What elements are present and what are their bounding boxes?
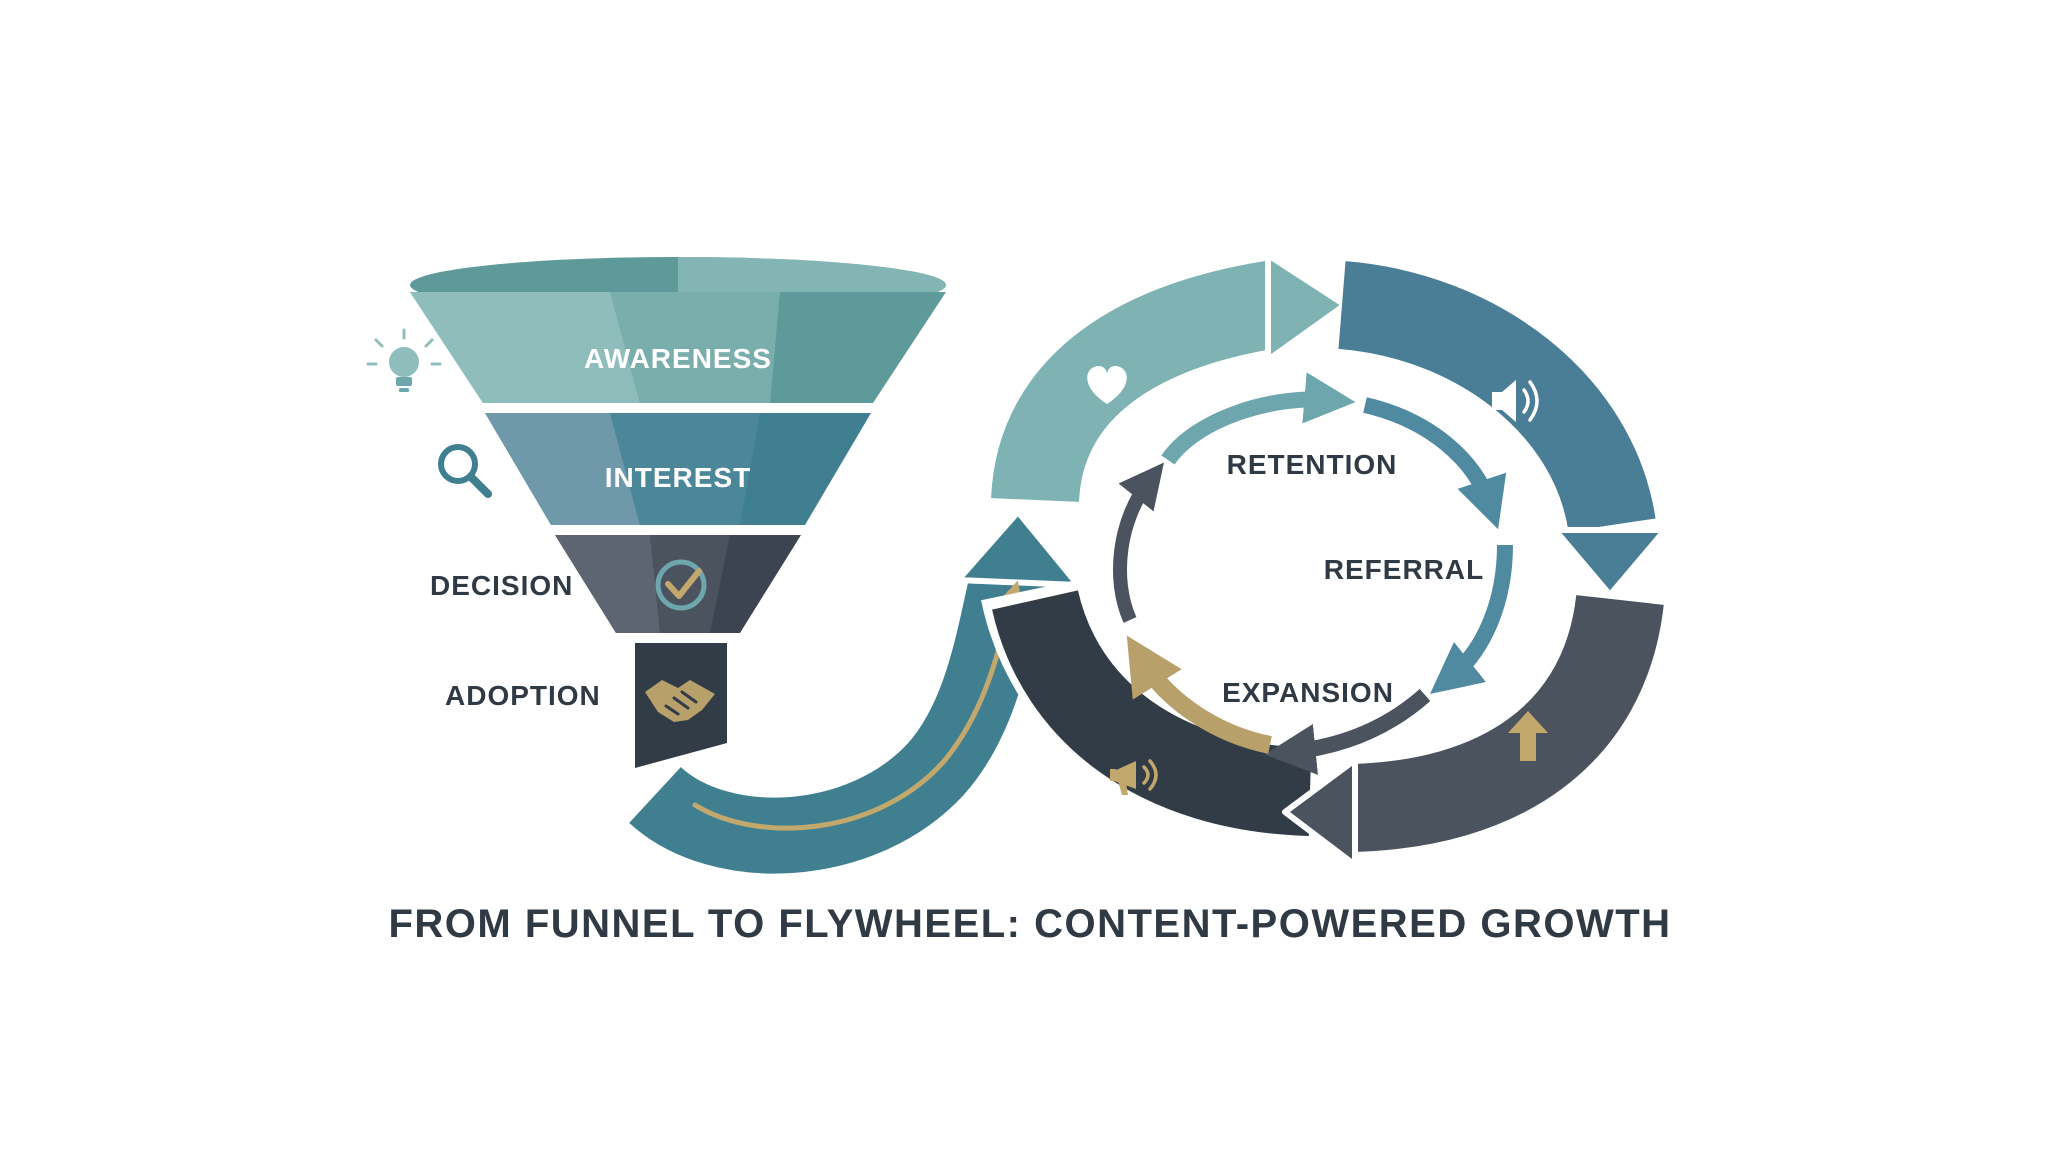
diagram-title: FROM FUNNEL TO FLYWHEEL: CONTENT-POWERED…	[388, 902, 1671, 946]
megaphone-icon	[1110, 759, 1158, 795]
magnifier-icon	[438, 444, 492, 498]
heart-icon	[1087, 366, 1127, 404]
handshake-icon	[645, 680, 715, 722]
retention-label: RETENTION	[1227, 449, 1398, 480]
funnel-stage-awareness: AWARENESS	[410, 292, 946, 403]
up-arrow-icon	[1508, 711, 1548, 761]
funnel-stage-decision	[555, 535, 801, 633]
funnel: AWARENESS INTEREST	[366, 257, 946, 768]
referral-label: REFERRAL	[1324, 554, 1484, 585]
awareness-label: AWARENESS	[584, 343, 772, 374]
funnel-stage-interest: INTEREST	[485, 413, 871, 525]
funnel-stage-adoption	[635, 643, 727, 768]
adoption-label: ADOPTION	[445, 680, 601, 711]
flywheel-inner-ring: RETENTION REFERRAL EXPANSION	[1112, 372, 1513, 775]
lightbulb-icon	[366, 328, 442, 392]
interest-label: INTEREST	[605, 462, 751, 493]
expansion-label: EXPANSION	[1222, 677, 1394, 708]
check-circle-icon	[655, 559, 707, 611]
speaker-icon	[1492, 380, 1539, 422]
decision-label: DECISION	[430, 570, 573, 601]
flywheel-outer-ring	[980, 250, 1675, 868]
